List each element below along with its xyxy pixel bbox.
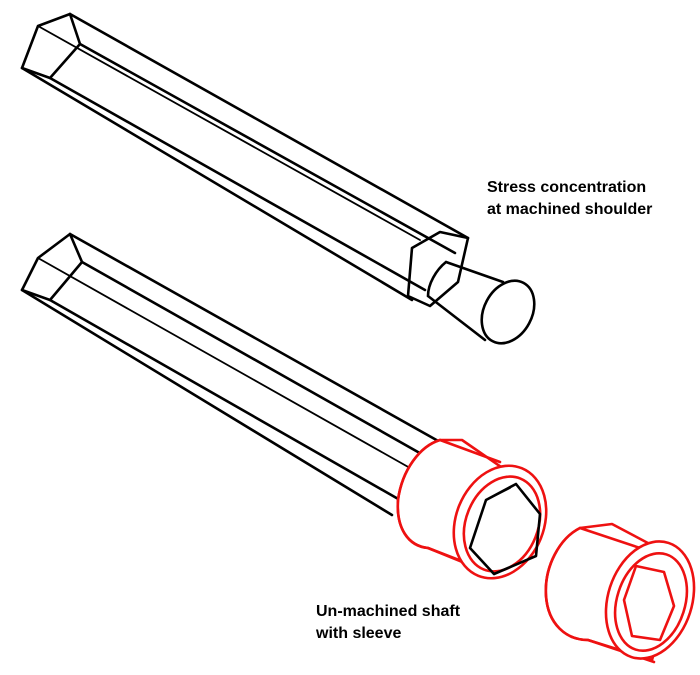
fitted-sleeve-bore	[462, 475, 542, 573]
annotation-top-line2: at machined shoulder	[487, 201, 652, 218]
unmachined-shaft-lower-edge	[48, 298, 402, 502]
loose-sleeve-bore	[613, 552, 689, 652]
fitted-sleeve	[396, 438, 548, 580]
annotation-bottom-line2: with sleeve	[315, 625, 401, 642]
unmachined-shaft	[20, 232, 442, 517]
machined-shaft-bottom-edge	[20, 66, 414, 302]
machined-shaft-mid-edge	[37, 25, 421, 241]
shaft-hex-tip	[468, 482, 542, 576]
machined-shaft	[20, 12, 536, 345]
machined-journal-end	[480, 279, 536, 345]
machined-journal	[426, 260, 505, 342]
machined-shoulder	[406, 230, 470, 308]
unmachined-shaft-upper-edge	[80, 260, 427, 458]
unmachined-shaft-bottom-edge	[20, 288, 394, 517]
unmachined-shaft-end-face	[20, 232, 84, 302]
unmachined-shaft-mid-edge	[37, 257, 411, 469]
machined-shaft-lower-edge	[48, 76, 427, 292]
machined-shaft-top-edge	[68, 12, 470, 240]
shaft-hex-tip-edge	[485, 487, 511, 501]
loose-sleeve	[544, 522, 696, 664]
annotation-bottom-line1: Un-machined shaft	[316, 603, 461, 620]
unmachined-shaft-top-edge	[68, 232, 442, 444]
machined-shaft-upper-edge	[78, 42, 457, 255]
machined-shaft-end-face	[20, 12, 82, 80]
loose-sleeve-hex-bore	[622, 564, 676, 642]
annotation-top-line1: Stress concentration	[487, 179, 646, 196]
